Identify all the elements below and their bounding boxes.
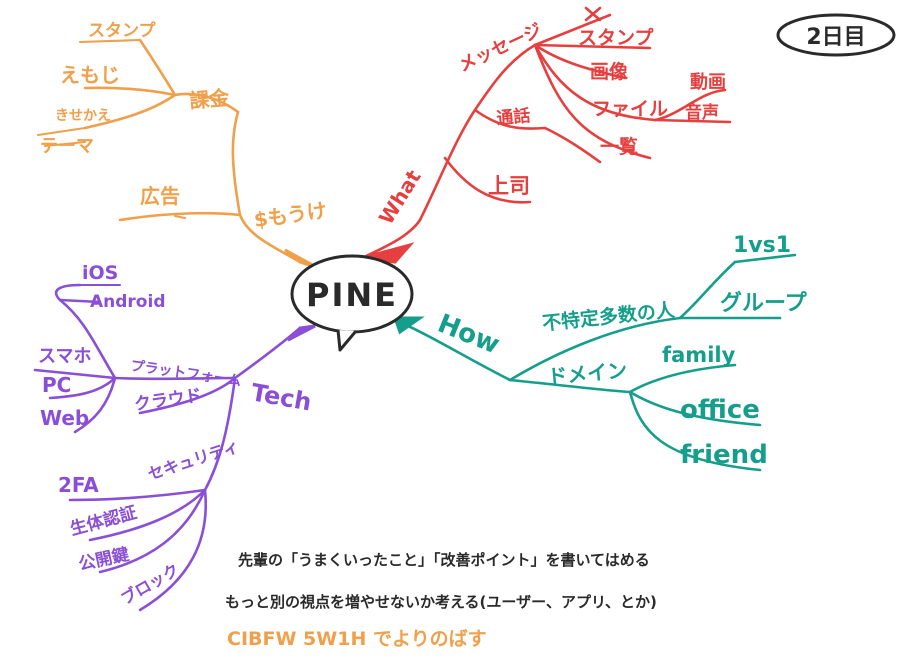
emoji-label: えもじ [60,63,120,87]
security-label: セキュリティ [145,436,241,483]
ios-label: iOS [82,262,118,284]
smartphone-label: スマホ [38,346,91,367]
what-label: What [374,165,426,228]
platform-label: プラットフォーム [129,358,242,389]
theme-label: テーマ [40,136,94,157]
center-node: PINE [284,242,425,352]
day-badge-label: 2日目 [806,25,865,50]
connector-purple [286,324,316,342]
connector-orange [284,248,319,270]
connector-teal [392,316,425,335]
office-label: office [680,395,760,425]
ad-label: 広告 [140,184,180,208]
red-branch [360,6,732,260]
orange-labels: $もうけ 課金 広告 スタンプ えもじ きせかえ テーマ [40,20,328,232]
image-label: 画像 [590,60,629,83]
list-label: 一覧 [600,135,638,158]
center-bubble-tail [336,329,358,352]
tech-label: Tech [249,378,314,416]
family-label: family [662,343,736,367]
day-badge-oval [776,13,896,57]
day-badge: 2日目 [776,13,896,57]
android-label: Android [90,292,166,312]
one-to-one-label: 1vs1 [733,233,791,258]
boss-label: 上司 [488,174,530,198]
kisekae-label: きせかえ [55,108,111,124]
notes: 先輩の「うまくいったこと」「改善ポイント」を書いてはめる もっと別の視点を増やせ… [225,551,657,650]
friend-label: friend [680,440,768,470]
how-label: How [433,309,503,361]
pc-label: PC [42,373,71,397]
red-labels: What メッセージ X スタンプ 画像 ファイル 動画 音声 通話 一覧 上司 [374,20,726,229]
stamp-orange-label: スタンプ [88,20,156,41]
note-line-2: もっと別の視点を増やせないか考える(ユーザー、アプリ、とか) [225,593,657,611]
twofa-label: 2FA [58,473,99,497]
unspecified-label: 不特定多数の人 [541,298,677,335]
bio-label: 生体認証 [68,502,139,540]
group-label: グループ [720,290,808,316]
kakin-label: 課金 [188,85,231,112]
teal-labels: How 不特定多数の人 1vs1 グループ ドメイン family office… [433,233,807,470]
orange-branch [36,38,302,264]
center-label: PINE [306,276,398,314]
note-line-3: CIBFW 5W1H でよりのばす [227,628,487,650]
web-label: Web [40,406,89,430]
teal-branch [393,253,797,472]
call-label: 通話 [496,105,532,129]
file-label: ファイル [592,98,668,120]
audio-label: 音声 [685,102,719,123]
domain-label: ドメイン [546,358,628,389]
cloud-label: クラウド [133,386,203,415]
stamp-red-label: スタンプ [578,26,654,49]
video-label: 動画 [690,71,726,93]
monetize-label: $もうけ [252,198,328,232]
note-line-1: 先輩の「うまくいったこと」「改善ポイント」を書いてはめる [238,551,650,569]
